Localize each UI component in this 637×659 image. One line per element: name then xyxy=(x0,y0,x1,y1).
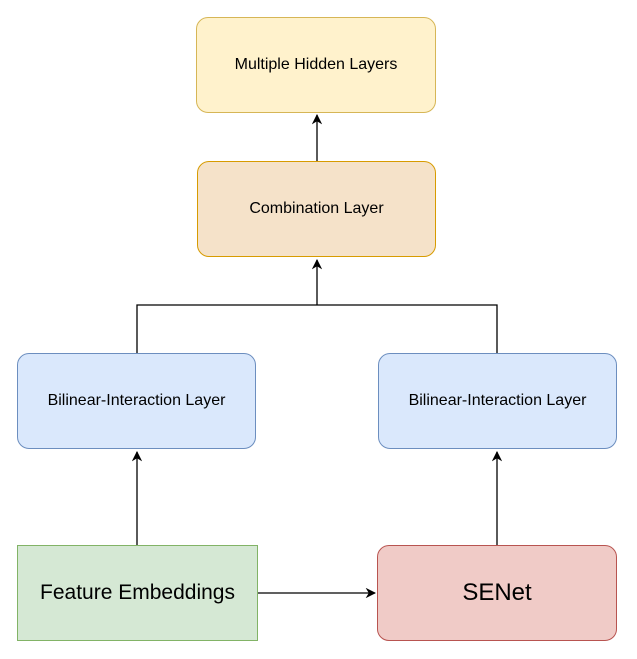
node-bilinear-interaction-left-label: Bilinear-Interaction Layer xyxy=(47,392,226,410)
node-multiple-hidden-layers: Multiple Hidden Layers xyxy=(196,17,436,113)
node-combination-layer: Combination Layer xyxy=(197,161,436,257)
node-feature-embeddings-label: Feature Embeddings xyxy=(40,581,235,605)
node-senet: SENet xyxy=(377,545,617,641)
edge-bilinear-left-to-merge xyxy=(136,304,317,353)
node-bilinear-interaction-right-label: Bilinear-Interaction Layer xyxy=(408,392,587,410)
node-combination-layer-label: Combination Layer xyxy=(249,200,384,218)
edge-bilinear-right-to-merge xyxy=(317,304,498,353)
node-multiple-hidden-layers-label: Multiple Hidden Layers xyxy=(234,56,398,74)
node-bilinear-interaction-right: Bilinear-Interaction Layer xyxy=(378,353,617,449)
node-feature-embeddings: Feature Embeddings xyxy=(17,545,258,641)
node-bilinear-interaction-left: Bilinear-Interaction Layer xyxy=(17,353,256,449)
node-senet-label: SENet xyxy=(462,578,532,606)
